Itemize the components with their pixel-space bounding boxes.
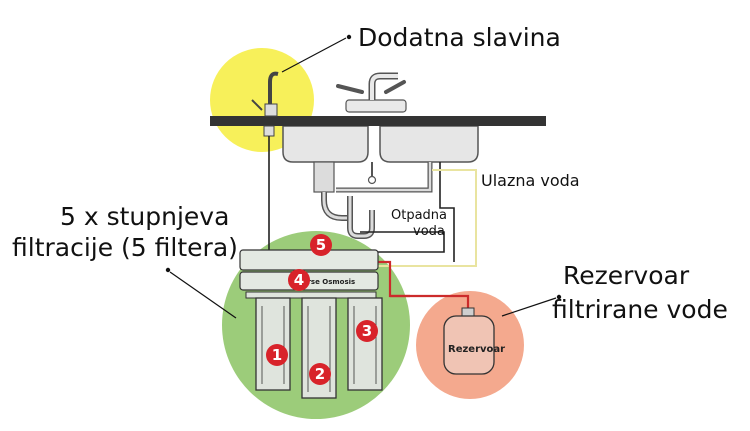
stages-label-line1: 5 x stupnjeva xyxy=(60,202,229,231)
inlet-water-label: Ulazna voda xyxy=(481,171,580,190)
filter-badge-4: 4 xyxy=(288,269,310,291)
tank-body-label: Rezervoar xyxy=(448,344,505,355)
filter-badge-3: 3 xyxy=(356,320,378,342)
waste-water-label-line2: voda xyxy=(413,224,445,239)
filter-badge-2-number: 2 xyxy=(315,365,325,383)
leader-lines xyxy=(165,34,562,319)
filter-badge-4-number: 4 xyxy=(294,271,304,289)
stages-label-line2: filtracije (5 filtera) xyxy=(12,233,238,262)
filter-badge-1-number: 1 xyxy=(272,346,282,364)
tank-label-line1: Rezervoar xyxy=(563,261,690,290)
extra-faucet-label: Dodatna slavina xyxy=(358,23,561,52)
pipes xyxy=(268,136,477,312)
filter-badge-3-number: 3 xyxy=(362,322,372,340)
waste-water-label-line1: Otpadna xyxy=(391,208,447,223)
tank-label-line2: filtrirane vode xyxy=(552,295,728,324)
sink xyxy=(282,125,479,239)
filter-badge-1: 1 xyxy=(266,344,288,366)
filter-badge-5-number: 5 xyxy=(316,236,326,254)
tank: Rezervoar xyxy=(443,307,505,375)
counter-top xyxy=(210,116,546,126)
main-faucet xyxy=(336,72,407,113)
filter-badge-5: 5 xyxy=(310,234,332,256)
brand-label: Reverse Osmosis xyxy=(288,278,355,286)
filter-badge-2: 2 xyxy=(309,363,331,385)
